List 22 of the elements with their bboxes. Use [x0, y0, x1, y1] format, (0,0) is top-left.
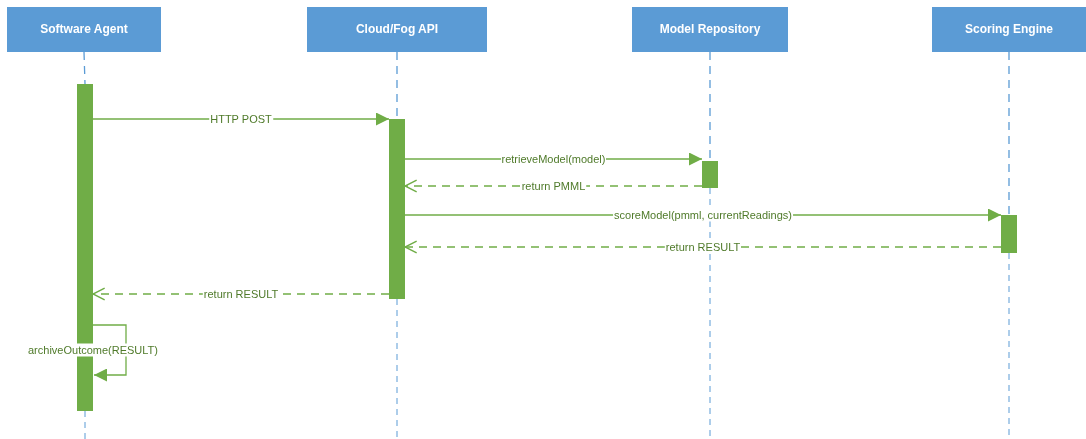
edge-label: retrieveModel(model)	[500, 152, 607, 166]
activation-bar	[1001, 215, 1017, 253]
edge-label: HTTP POST	[209, 112, 273, 126]
participant-name: Scoring Engine	[965, 22, 1053, 37]
participant-box	[307, 7, 487, 52]
activation-bar	[389, 119, 405, 299]
return-arrow	[404, 240, 1002, 254]
edge-label: scoreModel(pmml, currentReadings)	[613, 208, 793, 222]
activation-bar	[702, 161, 718, 188]
edge-label: archiveOutcome(RESULT)	[27, 343, 159, 357]
edge-label: return RESULT	[664, 240, 742, 254]
participant-box	[632, 7, 788, 52]
edge-label: return PMML	[520, 179, 587, 193]
lifeline	[83, 51, 86, 85]
participant-box	[7, 7, 161, 52]
self-message-arrow	[92, 324, 127, 382]
participant-name: Cloud/Fog API	[355, 22, 439, 37]
lifeline	[1008, 51, 1010, 216]
participant-box	[932, 7, 1086, 52]
participant-name: Software Agent	[40, 22, 128, 37]
edge-label: return RESULT	[202, 287, 280, 301]
participant-name: Model Repository	[659, 22, 761, 37]
